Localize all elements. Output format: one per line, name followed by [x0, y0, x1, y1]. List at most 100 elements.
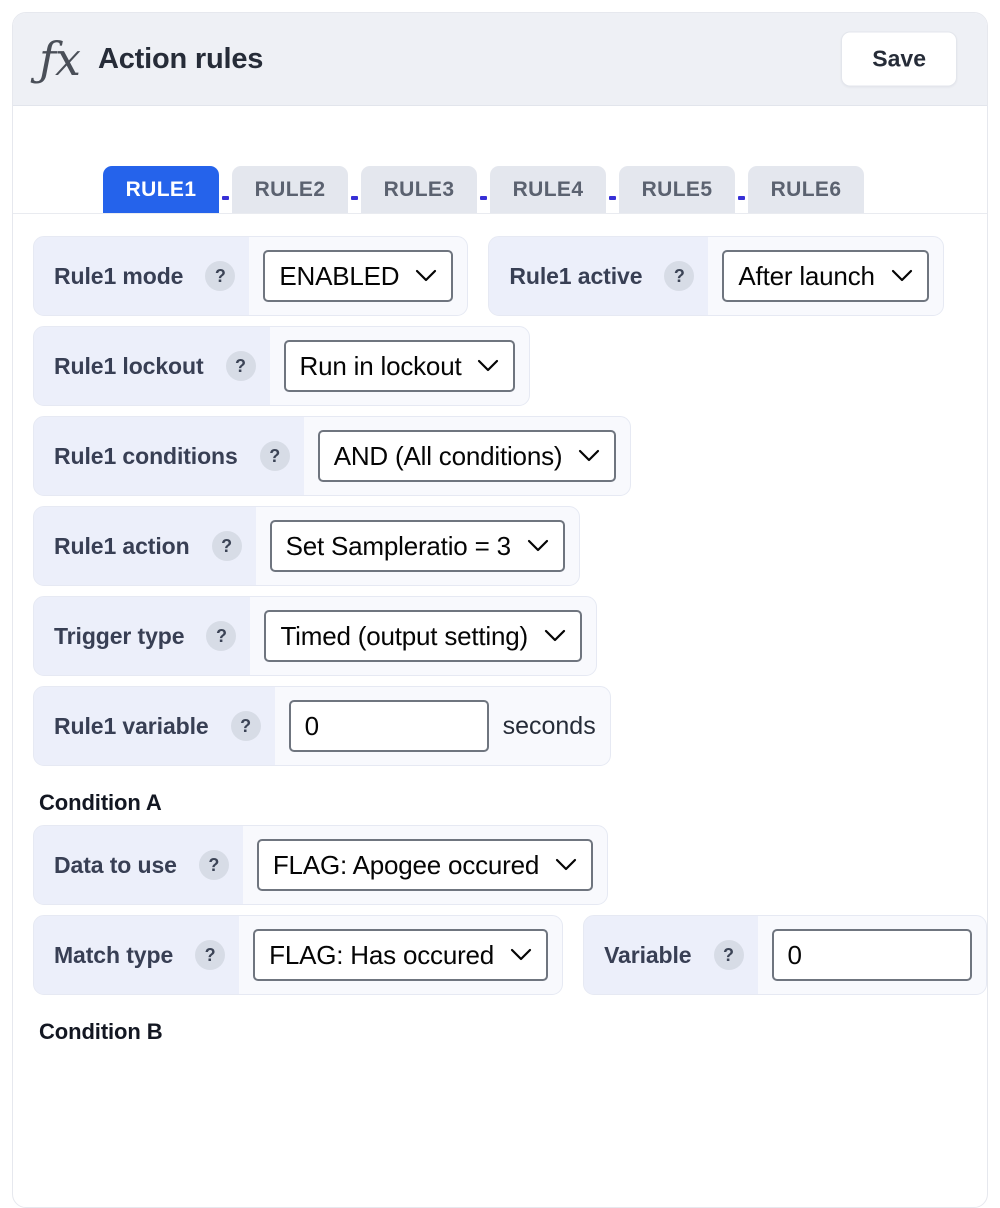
field-label: Match type [54, 941, 174, 968]
select-match-type[interactable]: FLAG: Has occured [253, 929, 549, 981]
help-icon[interactable]: ? [198, 850, 229, 880]
chevron-down-icon [527, 539, 549, 553]
field-control-area: ENABLED [249, 237, 468, 315]
help-icon[interactable]: ? [664, 261, 695, 291]
chevron-down-icon [578, 449, 600, 463]
save-button[interactable]: Save [841, 31, 957, 87]
select-value: Run in lockout [299, 350, 462, 381]
field-row-rule1-lockout: Rule1 lockout? Run in lockout [33, 326, 531, 406]
input-rule1-variable[interactable]: 0 [288, 700, 489, 752]
field-row-data-to-use: Data to use? FLAG: Apogee occured [33, 825, 609, 905]
tabs-container: RULE1 RULE2 RULE3 RULE4 RULE5 RULE6 [103, 166, 864, 213]
field-row-rule1-conditions: Rule1 conditions? AND (All conditions) [33, 416, 632, 496]
select-value: FLAG: Apogee occured [272, 849, 540, 880]
chevron-down-icon [415, 269, 437, 283]
help-icon[interactable]: ? [205, 261, 236, 291]
select-rule1-mode[interactable]: ENABLED [263, 250, 454, 302]
help-icon[interactable]: ? [713, 940, 744, 970]
field-row-trigger-type: Trigger type? Timed (output setting) [33, 596, 597, 676]
select-value: After launch [738, 260, 875, 291]
tab-separator [606, 166, 619, 213]
tab-rule2[interactable]: RULE2 [232, 166, 348, 213]
select-rule1-lockout[interactable]: Run in lockout [283, 340, 516, 392]
help-icon[interactable]: ? [206, 621, 237, 651]
tab-rule4[interactable]: RULE4 [490, 166, 606, 213]
rules-form: Rule1 mode? ENABLED Rule1 active? After lau… [13, 214, 987, 1045]
tab-separator [219, 166, 232, 213]
field-label-area: Rule1 active? [489, 237, 709, 315]
field-row-rule1-action: Rule1 action? Set Sampleratio = 3 [33, 506, 580, 586]
select-trigger-type[interactable]: Timed (output setting) [264, 610, 582, 662]
rule-fields: Rule1 mode? ENABLED Rule1 active? After lau… [13, 236, 987, 776]
tab-strip: RULE1 RULE2 RULE3 RULE4 RULE5 RULE6 [13, 106, 987, 214]
help-icon[interactable]: ? [230, 711, 261, 741]
field-label-area: Variable? [584, 916, 758, 994]
tab-rule3[interactable]: RULE3 [361, 166, 477, 213]
tab-separator [348, 166, 361, 213]
field-label: Trigger type [54, 622, 185, 649]
select-rule1-conditions[interactable]: AND (All conditions) [317, 430, 617, 482]
chevron-down-icon [555, 858, 577, 872]
section-title-condition-b: Condition B [39, 1019, 163, 1044]
section-title-condition-a: Condition A [39, 790, 162, 815]
page-title: Action rules [97, 42, 264, 75]
field-row-variable: Variable?0 [583, 915, 987, 995]
input-suffix-label: seconds [502, 711, 596, 740]
field-label-area: Trigger type? [34, 597, 251, 675]
field-control-area: AND (All conditions) [303, 417, 631, 495]
select-rule1-active[interactable]: After launch [722, 250, 929, 302]
field-control-area: 0 seconds [274, 687, 610, 765]
chevron-down-icon [510, 948, 532, 962]
help-icon[interactable]: ? [225, 351, 256, 381]
input-variable[interactable]: 0 [771, 929, 972, 981]
field-control-area: FLAG: Apogee occured [242, 826, 608, 904]
field-label-area: Match type? [34, 916, 240, 994]
select-data-to-use[interactable]: FLAG: Apogee occured [256, 839, 594, 891]
field-row-rule1-active: Rule1 active? After launch [488, 236, 944, 316]
select-value: Timed (output setting) [280, 620, 528, 651]
fx-icon: ƒx [39, 32, 81, 86]
field-label: Rule1 conditions [54, 442, 238, 469]
field-control-area: Timed (output setting) [250, 597, 596, 675]
chevron-down-icon [544, 629, 566, 643]
tab-separator [735, 166, 748, 213]
field-control-area: After launch [708, 237, 943, 315]
select-value: FLAG: Has occured [269, 939, 495, 970]
field-label-area: Rule1 variable? [34, 687, 275, 765]
select-value: ENABLED [279, 260, 400, 291]
field-label: Variable [604, 941, 692, 968]
tab-rule5[interactable]: RULE5 [619, 166, 735, 213]
tab-rule1[interactable]: RULE1 [103, 166, 219, 213]
field-row-match-type: Match type? FLAG: Has occured [33, 915, 564, 995]
field-label-area: Data to use? [34, 826, 243, 904]
field-label: Rule1 mode [54, 262, 184, 289]
select-value: AND (All conditions) [333, 440, 563, 471]
tab-separator [477, 166, 490, 213]
field-control-area: Set Sampleratio = 3 [255, 507, 579, 585]
chevron-down-icon [891, 269, 913, 283]
field-label: Rule1 lockout [54, 352, 204, 379]
select-value: Set Sampleratio = 3 [285, 530, 511, 561]
field-label: Rule1 active [509, 262, 643, 289]
field-label-area: Rule1 lockout? [34, 327, 270, 405]
card-header: ƒx Action rules Save [13, 13, 987, 106]
field-label-area: Rule1 mode? [34, 237, 250, 315]
tab-rule6[interactable]: RULE6 [748, 166, 864, 213]
field-label-area: Rule1 action? [34, 507, 256, 585]
field-label: Data to use [54, 851, 177, 878]
chevron-down-icon [477, 359, 499, 373]
field-control-area: Run in lockout [269, 327, 530, 405]
field-control-area: 0 [757, 916, 986, 994]
field-row-rule1-mode: Rule1 mode? ENABLED [33, 236, 469, 316]
field-control-area: FLAG: Has occured [239, 916, 563, 994]
help-icon[interactable]: ? [259, 441, 290, 471]
help-icon[interactable]: ? [211, 531, 242, 561]
field-label-area: Rule1 conditions? [34, 417, 304, 495]
select-rule1-action[interactable]: Set Sampleratio = 3 [269, 520, 565, 572]
help-icon[interactable]: ? [195, 940, 226, 970]
field-label: Rule1 variable [54, 712, 209, 739]
